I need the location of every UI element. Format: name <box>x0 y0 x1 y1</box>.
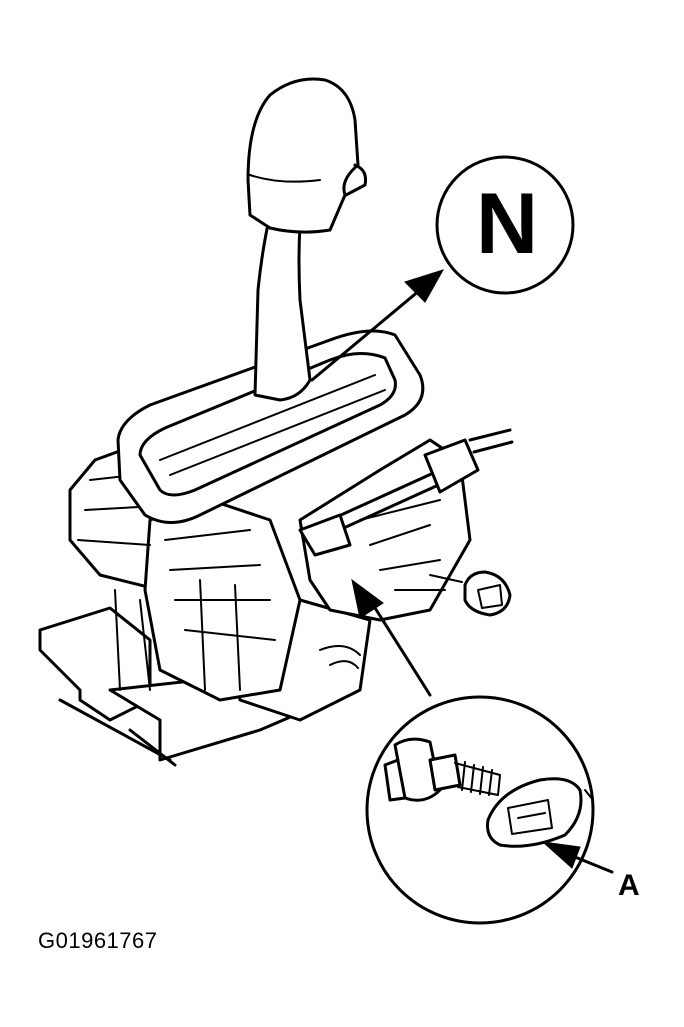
n-callout-arrow <box>310 269 445 382</box>
adjusting-bolt <box>429 570 512 617</box>
shift-cable <box>298 428 514 557</box>
part-a-label: A <box>618 869 640 902</box>
part-a-arrow <box>541 841 614 874</box>
n-position-label: N <box>476 176 538 272</box>
shifter-bezel <box>116 329 425 524</box>
detail-callout-arrow <box>351 578 432 697</box>
shift-lever <box>246 77 367 402</box>
n-position-callout: N <box>435 155 575 295</box>
figure-id-label: G01961767 <box>38 928 158 953</box>
shifter-housing <box>68 438 472 702</box>
detail-magnifier <box>365 695 595 925</box>
